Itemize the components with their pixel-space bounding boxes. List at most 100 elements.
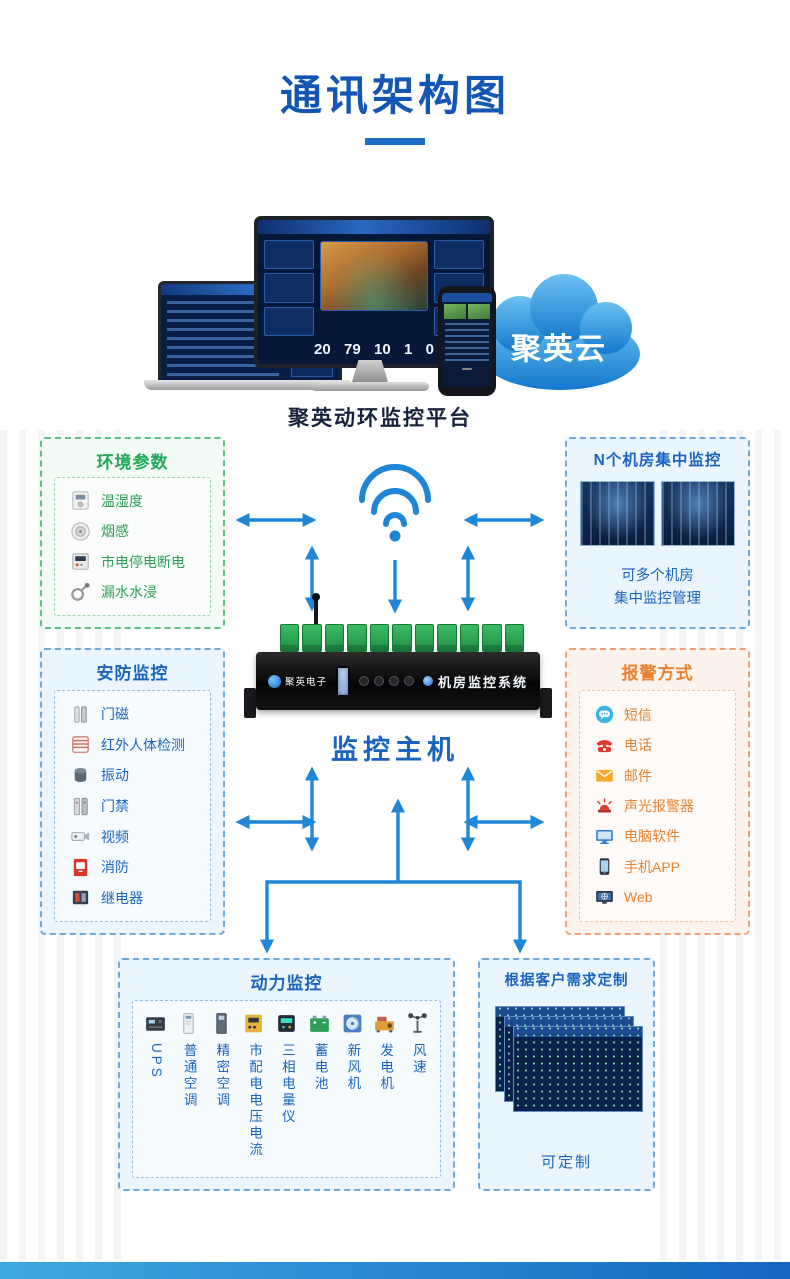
power-item-ups: UPS [143,1011,168,1080]
power-panel-title: 动力监控 [250,974,323,993]
host-label: 监控主机 [331,735,459,765]
monitor-dashboard-header [258,220,490,234]
env-item-label: 市电停电断电 [101,553,185,570]
alarm-methods-panel: 报警方式 短信 电话 邮件 声光报警器 电脑软件 [565,648,750,935]
env-item-power-cut: 市电停电断电 [69,550,210,573]
custom-dashboard-screenshots [495,1006,643,1118]
security-item-label: 视频 [101,828,129,845]
wind-speed-icon [408,1013,427,1033]
multi-room-caption-line2: 集中监控管理 [614,591,701,607]
page-title: 通讯架构图 [279,72,510,119]
customization-caption: 可定制 [540,1154,592,1171]
power-item-label: 蓄电池 [312,1043,328,1093]
power-cut-icon [72,553,89,570]
phone-data-rows [445,323,489,365]
security-item-label: 消防 [101,859,129,876]
three-phase-meter-icon [278,1015,295,1032]
fire-protection-icon [73,858,88,876]
desktop-monitor: 20 79 10 1 0 [254,216,494,392]
alarm-item-web: Web [594,887,735,908]
footer-bar [0,1262,790,1279]
fresh-air-fan-icon [343,1014,361,1033]
monitor-left-widgets [264,240,314,336]
host-buttons [358,676,414,686]
security-item-relay: 继电器 [69,886,210,909]
power-item-label: UPS [148,1043,164,1080]
mobile-app-icon [599,858,610,876]
monitor-stat-counters: 20 79 10 1 0 [314,341,434,358]
power-item-fresh-air-fan: 新风机 [340,1011,365,1093]
power-item-precision-ac: 精密空调 [209,1011,234,1109]
monitor-3d-container-view [320,241,428,311]
phone-screen [442,293,492,387]
power-item-label: 风速 [410,1043,426,1076]
alarm-item-software: 电脑软件 [594,826,735,847]
power-monitoring-panel: 动力监控 UPS 普通空调 精密空调 市配电电压电流 三相电量仪 [118,958,455,1191]
alarm-item-label: 短信 [624,706,652,723]
power-item-label: 普通空调 [181,1043,197,1109]
wifi-icon [359,464,431,542]
email-icon [596,769,613,782]
precision-ac-icon [215,1013,227,1034]
dashboard-screenshot-3 [513,1026,643,1112]
environment-panel: 环境参数 温湿度 烟感 市电停电断电 漏水水浸 [40,437,225,629]
power-item-label: 三相电量仪 [279,1043,295,1126]
alarm-item-list: 短信 电话 邮件 声光报警器 电脑软件 手机APP [579,690,736,922]
alarm-item-telephone: 电话 [594,735,735,756]
phone-home-indicator [462,368,472,370]
power-item-label: 精密空调 [214,1043,230,1109]
stat-value: 1 [404,341,413,358]
cloud-shape: 聚英云 [480,274,640,390]
title-underline [365,138,425,145]
host-lcd-screen [336,665,350,697]
env-item-label: 漏水水浸 [101,584,157,601]
multi-room-caption: 可多个机房 集中监控管理 [567,565,748,611]
cloud: 聚英云 [468,262,650,398]
alarm-item-email: 邮件 [594,765,735,786]
normal-ac-icon [183,1013,194,1034]
security-item-list: 门磁 红外人体检测 振动 门禁 视频 消防 [54,690,211,922]
power-item-wind-speed: 风速 [405,1011,430,1076]
security-panel: 安防监控 门磁 红外人体检测 振动 门禁 视频 [40,648,225,935]
alarm-item-label: 电脑软件 [624,828,680,845]
brand-text: 聚英电子 [285,677,328,688]
platform-caption: 聚英动环监控平台 [288,407,472,430]
distribution-meter-icon [245,1014,263,1033]
terminal-blocks [280,624,524,652]
customization-panel: 根据客户需求定制 可定制 [478,958,655,1191]
env-item-label: 温湿度 [101,492,143,509]
security-item-video: 视频 [69,825,210,848]
power-item-label: 发电机 [378,1043,394,1093]
power-item-battery: 蓄电池 [307,1011,332,1093]
brand-logo-icon [268,674,281,688]
rack-ear-right [540,688,552,718]
smoke-sensor-icon [71,522,90,541]
env-item-smoke: 烟感 [69,520,210,543]
monitoring-host-device: 聚英电子 机房监控系统 [244,593,552,728]
host-panel-text: 机房监控系统 [423,672,528,691]
security-item-infrared: 红外人体检测 [69,733,210,756]
alarm-item-label: 邮件 [624,767,652,784]
temp-humidity-icon [72,491,89,510]
security-item-fire: 消防 [69,856,210,879]
phone-thumbnails [442,302,492,321]
monitor-base [311,382,429,391]
host-brand: 聚英电子 [268,674,327,688]
power-item-three-phase-meter: 三相电量仪 [274,1011,299,1126]
stat-value: 20 [314,341,331,358]
power-item-normal-ac: 普通空调 [176,1011,201,1109]
environment-item-list: 温湿度 烟感 市电停电断电 漏水水浸 [54,477,211,616]
stat-value: 0 [425,341,434,358]
phone-app-header [442,293,492,302]
web-icon [596,890,613,904]
multi-room-panel-title: N个机房集中监控 [593,452,722,469]
security-item-vibration: 振动 [69,764,210,787]
relay-icon [72,891,89,905]
alarm-item-label: 电话 [624,737,652,754]
power-item-list: UPS 普通空调 精密空调 市配电电压电流 三相电量仪 蓄电池 [132,1000,441,1178]
security-item-access: 门禁 [69,795,210,818]
telephone-icon [596,739,613,752]
alarm-panel-title: 报警方式 [621,664,694,683]
alarm-item-siren: 声光报警器 [594,796,735,817]
